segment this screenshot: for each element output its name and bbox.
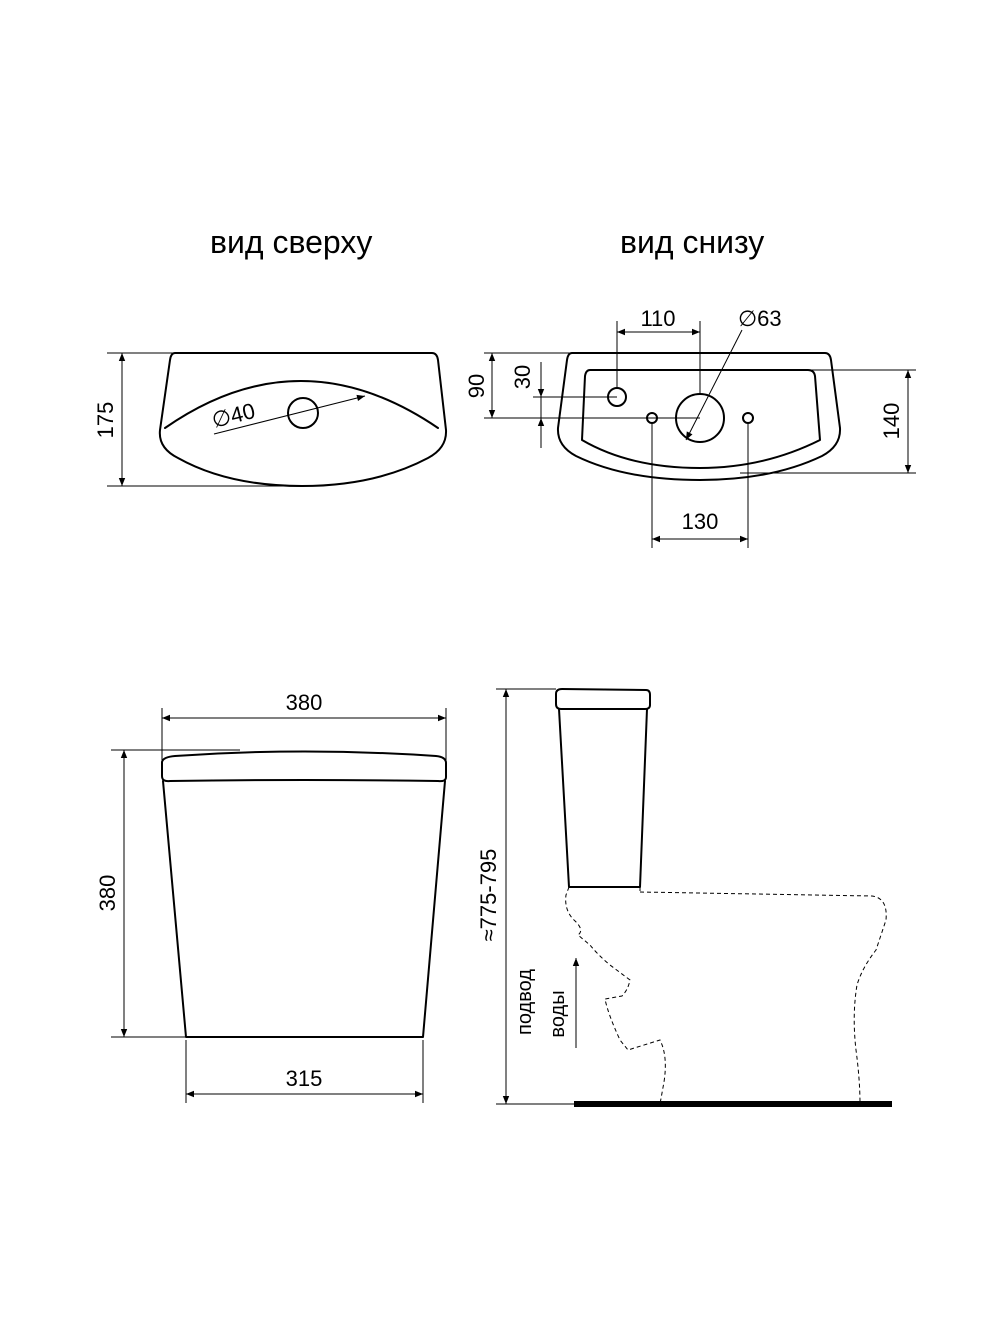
front-view: 380 380 315 xyxy=(95,690,447,1103)
bottom-view-inner-outline xyxy=(581,369,821,469)
front-view-body xyxy=(162,780,446,1038)
bottom-offset-30-dim: 30 xyxy=(510,365,535,389)
front-top-width-dim: 380 xyxy=(286,690,323,715)
side-view: ≈775-795 подвод воды xyxy=(476,688,892,1107)
bottom-view-bolt-right xyxy=(742,412,754,424)
side-total-height-dim: ≈775-795 xyxy=(476,849,501,942)
water-supply-label-line1: подвод xyxy=(514,969,536,1035)
top-view-inner-curve xyxy=(164,380,439,429)
bottom-depth-dim: 140 xyxy=(879,403,904,440)
side-view-bowl-back xyxy=(639,891,887,1105)
front-height-dim: 380 xyxy=(95,875,120,912)
top-hole-leader xyxy=(213,394,366,435)
front-view-lid xyxy=(161,750,447,783)
top-hole-diameter-dim: ∅40 xyxy=(209,398,257,433)
bottom-view-outline xyxy=(556,352,842,481)
bottom-spacing-top-dim: 110 xyxy=(640,306,675,331)
side-view-cistern xyxy=(558,708,648,888)
bottom-view: 110 ∅63 90 30 140 130 xyxy=(464,306,916,548)
top-view: 175 ∅40 xyxy=(93,352,448,487)
side-view-bowl-outline xyxy=(565,886,666,1105)
top-view-hole xyxy=(287,397,319,429)
side-view-lid xyxy=(555,688,651,710)
water-supply-label-line2: воды xyxy=(547,990,569,1037)
bottom-view-title: вид снизу xyxy=(620,224,764,260)
top-view-title: вид сверху xyxy=(210,224,372,260)
bottom-hole-leader xyxy=(685,329,743,441)
top-view-outline xyxy=(158,352,448,487)
front-bottom-width-dim: 315 xyxy=(286,1066,323,1091)
bottom-hole-diameter-dim: ∅63 xyxy=(738,306,782,331)
top-depth-dim: 175 xyxy=(93,402,118,439)
bottom-offset-90-dim: 90 xyxy=(464,374,489,398)
bottom-bolt-spacing-dim: 130 xyxy=(682,509,719,534)
